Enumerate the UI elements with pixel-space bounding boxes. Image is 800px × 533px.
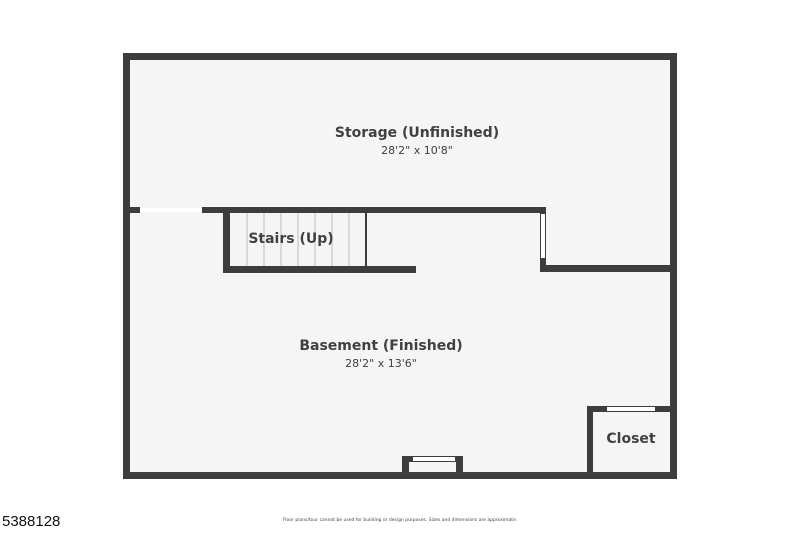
notch-opening	[413, 457, 455, 461]
listing-id: 5388128	[2, 513, 61, 530]
room-name-closet: Closet	[606, 431, 656, 447]
notch-floor	[409, 462, 456, 472]
notch-right-wall	[456, 456, 463, 479]
doorway-left	[140, 208, 202, 212]
room-dimensions-storage: 28'2" x 10'8"	[381, 144, 453, 157]
stairs-bottom-wall	[223, 266, 416, 273]
wall-stub	[130, 207, 140, 213]
room-name-basement: Basement (Finished)	[299, 338, 462, 354]
outer-wall-bottom	[123, 472, 677, 479]
storage-bottom-wall	[540, 265, 670, 272]
notch-left-wall	[402, 456, 409, 479]
divider-wall	[202, 207, 546, 213]
room-name-storage: Storage (Unfinished)	[335, 125, 499, 141]
doorway-right	[541, 214, 545, 258]
outer-wall-left	[123, 53, 130, 479]
closet-door	[607, 407, 655, 411]
stair-treads	[246, 213, 350, 266]
room-name-stairs: Stairs (Up)	[248, 231, 333, 247]
outer-wall-right	[670, 53, 677, 479]
outer-wall-top	[123, 53, 677, 60]
room-dimensions-basement: 28'2" x 13'6"	[345, 357, 417, 370]
stairs-left-wall	[223, 207, 230, 273]
disclaimer-text: Floor plans/tour cannot be used for buil…	[282, 518, 518, 523]
closet-left-wall	[587, 406, 593, 472]
